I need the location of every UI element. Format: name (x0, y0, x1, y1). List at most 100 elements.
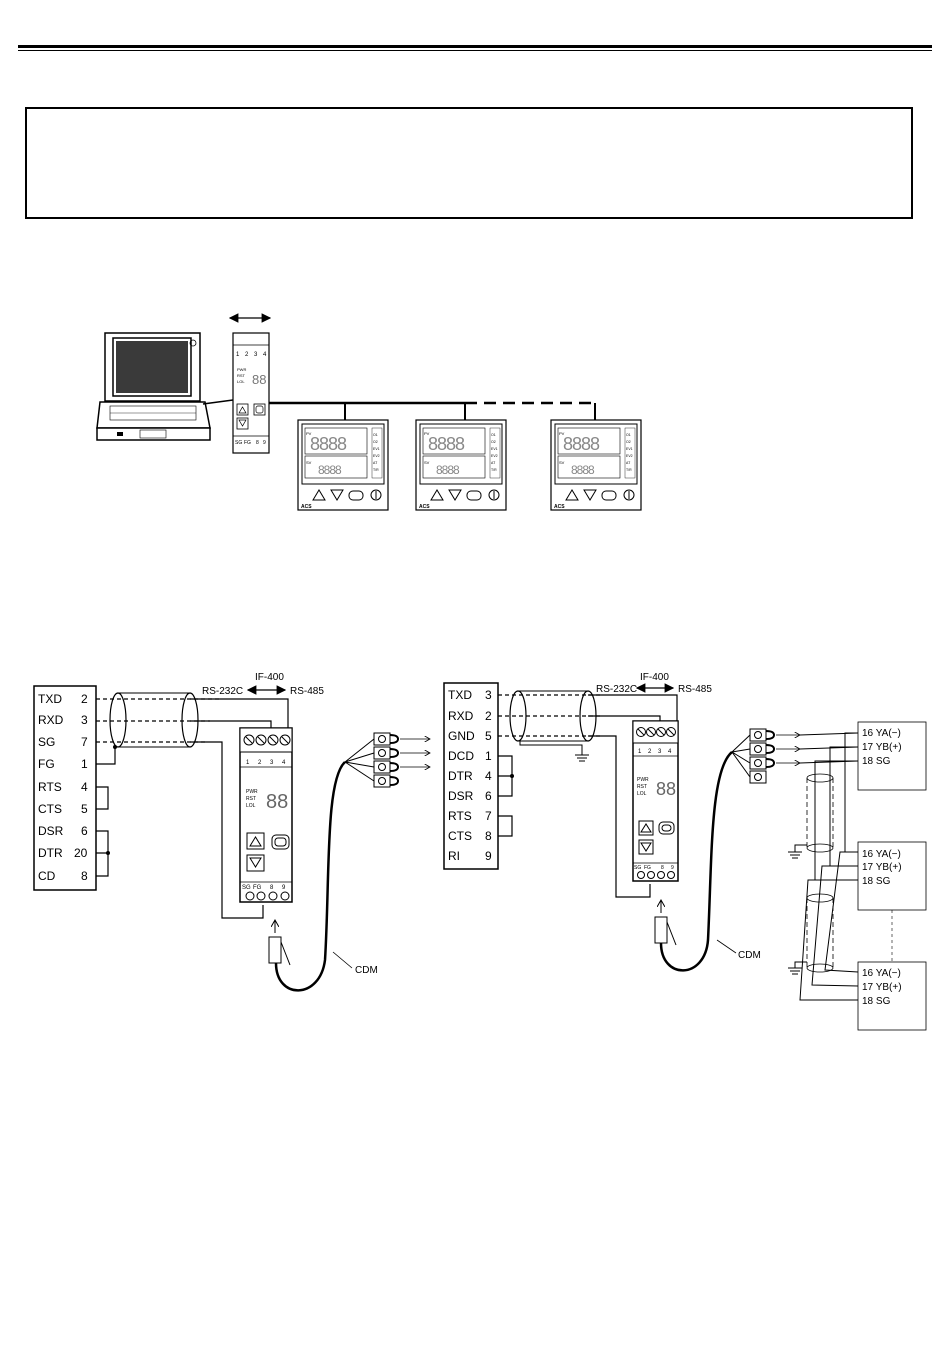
right-from-label: RS-232C (596, 684, 637, 695)
right-conv-led-lol: LOL (637, 791, 647, 797)
right-conv-t1: 1 (638, 749, 642, 755)
left-pin-rxd-label: RXD (38, 713, 64, 727)
right-pin-txd-num: 3 (485, 688, 492, 702)
right-pin-rxd-num: 2 (485, 709, 492, 723)
right-pin-dcd-label: DCD (448, 749, 474, 763)
controller-1-ind-o1: O1 (373, 433, 378, 437)
controller-3-ind-at: AT (626, 461, 631, 465)
controller-2-ind-ev1: EV1 (491, 447, 498, 451)
right-pin-dtr-label: DTR (448, 769, 473, 783)
right-conv-t3: 3 (658, 749, 662, 755)
left-pin-txd-label: TXD (38, 692, 62, 706)
right-pin-dsr-num: 6 (485, 789, 492, 803)
note-box (25, 107, 913, 219)
controller-3-ind-tr: T/R (626, 468, 632, 472)
controller-1-ind-o2: O2 (373, 440, 378, 444)
svg-text:8888: 8888 (428, 434, 465, 454)
controller-1-sv-label: SV (306, 460, 312, 465)
slave-1-terminal-16: 16 YA(−) (862, 728, 901, 739)
slave-3-terminal-17: 17 YB(+) (862, 982, 902, 993)
controller-3: PV SV 8888 8888 O1 O2 EV1 EV2 AT T/R ACS (550, 419, 642, 511)
right-conv-bt-9: 9 (671, 865, 674, 871)
right-conv-bt-8: 8 (661, 865, 664, 871)
right-conv-bt-fg: FG (644, 865, 651, 871)
svg-text:8888: 8888 (318, 463, 342, 477)
right-pin-gnd-num: 5 (485, 729, 492, 743)
left-pin-fg-num: 1 (81, 757, 88, 771)
right-terminal-block (731, 728, 800, 784)
device-led-rst: RST (237, 373, 246, 378)
left-pin-dsr-label: DSR (38, 824, 64, 838)
left-conv-led-rst: RST (246, 796, 256, 802)
right-connector: TXD 3 RXD 2 GND 5 DCD 1 DTR 4 DSR 6 RTS … (443, 682, 499, 870)
device-bottom-terminal-8: 8 (256, 440, 259, 446)
left-conv-t2: 2 (258, 760, 262, 766)
device-terminal-1: 1 (236, 352, 240, 358)
right-converter-label: IF-400 (640, 672, 669, 683)
controller-1-ind-tr: T/R (373, 468, 379, 472)
left-connector: TXD 2 RXD 3 SG 7 FG 1 RTS 4 CTS 5 DSR 6 … (33, 685, 97, 891)
header-rule-top (18, 45, 932, 48)
device-terminal-3: 3 (254, 352, 258, 358)
left-conv-bt-8: 8 (270, 885, 274, 891)
slave-2-terminal-16: 16 YA(−) (862, 849, 901, 860)
controller-3-ind-ev2: EV2 (626, 454, 633, 458)
controller-2-model: ACS (419, 504, 430, 510)
controller-3-model: ACS (554, 504, 565, 510)
left-converter-label: IF-400 (255, 672, 284, 683)
controller-3-pv-label: PV (559, 431, 565, 436)
controller-2-ind-o2: O2 (491, 440, 496, 444)
right-pin-ri-num: 9 (485, 849, 492, 863)
device-bottom-terminal-fg: FG (244, 440, 251, 446)
left-pin-rxd-num: 3 (81, 713, 88, 727)
controller-2-pv-label: PV (424, 431, 430, 436)
svg-text:8888: 8888 (571, 463, 595, 477)
right-cdm-plug (654, 751, 733, 972)
slave-3-terminal-18: 18 SG (862, 996, 891, 1007)
left-pin-dtr-label: DTR (38, 846, 63, 860)
slave-device-1: 16 YA(−) 17 YB(+) 18 SG (857, 721, 927, 791)
controller-2-ind-at: AT (491, 461, 496, 465)
left-pin-cts-label: CTS (38, 802, 62, 816)
left-to-label: RS-485 (290, 686, 324, 697)
right-pin-cts-label: CTS (448, 829, 472, 843)
right-cable-label: CDM (738, 950, 761, 961)
left-cdm-plug (268, 761, 346, 992)
controller-1-model: ACS (301, 504, 312, 510)
right-pin-rts-label: RTS (448, 809, 472, 823)
controller-3-ind-ev1: EV1 (626, 447, 633, 451)
controller-2-sv-label: SV (424, 460, 430, 465)
left-pin-sg-label: SG (38, 735, 55, 749)
header-rule-bottom (18, 50, 932, 51)
controller-1-ind-ev1: EV1 (373, 447, 380, 451)
left-conv-bt-fg: FG (253, 885, 262, 891)
left-conv-digits: 88 (266, 791, 288, 813)
controller-3-sv-label: SV (559, 460, 565, 465)
device-terminal-4: 4 (263, 352, 267, 358)
right-conv-bt-sg: SG (634, 865, 641, 871)
slave-1-terminal-18: 18 SG (862, 756, 891, 767)
slave-device-2: 16 YA(−) 17 YB(+) 18 SG (857, 841, 927, 911)
left-terminal-block (344, 732, 430, 788)
controller-3-ind-o2: O2 (626, 440, 631, 444)
controller-1: PV SV 8888 8888 O1 O2 EV1 EV2 AT T/R ACS (297, 419, 389, 511)
slave-1-terminal-17: 17 YB(+) (862, 742, 902, 753)
right-conv-t2: 2 (648, 749, 652, 755)
right-pin-rxd-label: RXD (448, 709, 474, 723)
device-terminal-2: 2 (245, 352, 249, 358)
right-pin-txd-label: TXD (448, 688, 472, 702)
right-pin-rts-num: 7 (485, 809, 492, 823)
left-conv-t1: 1 (246, 760, 250, 766)
left-conv-bt-9: 9 (282, 885, 286, 891)
left-conv-led-pwr: PWR (246, 789, 258, 795)
laptop-illustration (96, 332, 211, 441)
left-converter-device: 1 2 3 4 PWR RST LOL 88 SG FG 8 9 (239, 727, 293, 903)
left-pin-rts-num: 4 (81, 780, 88, 794)
left-conv-t3: 3 (270, 760, 274, 766)
left-pin-cts-num: 5 (81, 802, 88, 816)
right-to-label: RS-485 (678, 684, 712, 695)
left-pin-dtr-num: 20 (74, 846, 88, 860)
right-pin-ri-label: RI (448, 849, 460, 863)
slave-device-3: 16 YA(−) 17 YB(+) 18 SG (857, 961, 927, 1031)
